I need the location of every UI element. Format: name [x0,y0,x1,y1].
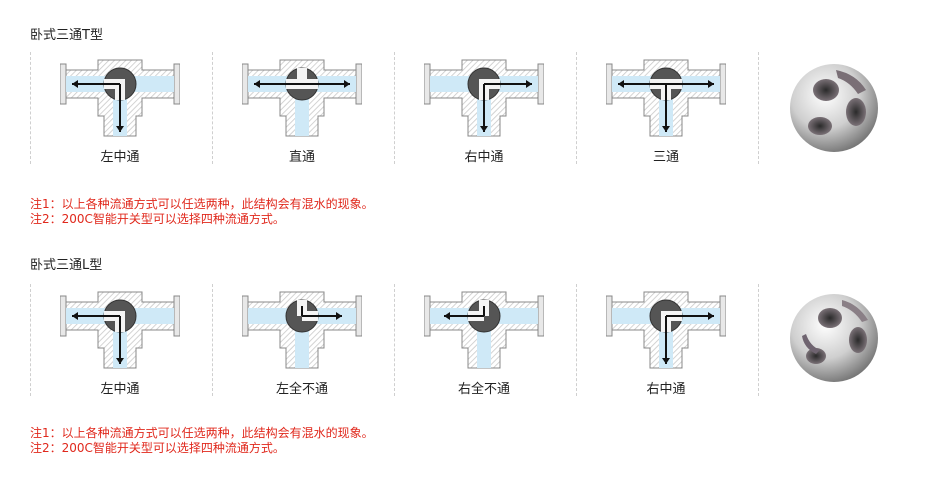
divider [758,284,759,396]
valve-diagram-blocked-left [242,291,362,369]
valve-cell: 右中通 [394,52,574,172]
valve-cell: 右全不通 [394,284,574,404]
valve-cell: 左全不通 [212,284,392,404]
valve-diagram-all [606,59,726,137]
ball-t-port-icon [790,64,878,152]
valve-label: 左全不通 [275,382,328,397]
valve-cell: 左中通 [30,284,210,404]
section-title-t: 卧式三通T型 [30,28,103,43]
divider [394,284,395,396]
valve-cell: 三通 [576,52,756,172]
valve-label: 直通 [288,150,315,165]
divider [212,52,213,164]
divider [576,52,577,164]
valve-cell: 直通 [212,52,392,172]
divider [212,284,213,396]
divider [30,52,31,164]
divider [758,52,759,164]
valve-label: 右中通 [464,150,504,165]
valve-diagram-right-down [606,291,726,369]
valve-label: 左中通 [100,150,140,165]
valve-label: 三通 [652,150,679,165]
valve-diagram-left-right [242,59,362,137]
valve-diagram-blocked-right [424,291,544,369]
divider [576,284,577,396]
valve-cell: 左中通 [30,52,210,172]
valve-label: 左中通 [100,382,140,397]
valve-row-l: 左中通 左全不通 右全不通 右中通 [30,284,780,404]
valve-diagram-left-down [60,291,180,369]
valve-diagram-left-down [60,59,180,137]
note-1-l: 注1：以上各种流通方式可以任选两种，此结构会有混水的现象。 [30,426,374,440]
valve-label: 右中通 [646,382,686,397]
note-2-t: 注2：200C智能开关型可以选择四种流通方式。 [30,212,285,226]
note-2-l: 注2：200C智能开关型可以选择四种流通方式。 [30,441,285,455]
divider [30,284,31,396]
note-1-t: 注1：以上各种流通方式可以任选两种，此结构会有混水的现象。 [30,197,374,211]
ball-l-port-icon [790,294,878,382]
valve-cell: 右中通 [576,284,756,404]
section-title-l: 卧式三通L型 [30,258,103,273]
valve-label: 右全不通 [457,382,510,397]
valve-diagram-right-down [424,59,544,137]
valve-row-t: 左中通 直通 右中通 三通 [30,52,780,172]
divider [394,52,395,164]
